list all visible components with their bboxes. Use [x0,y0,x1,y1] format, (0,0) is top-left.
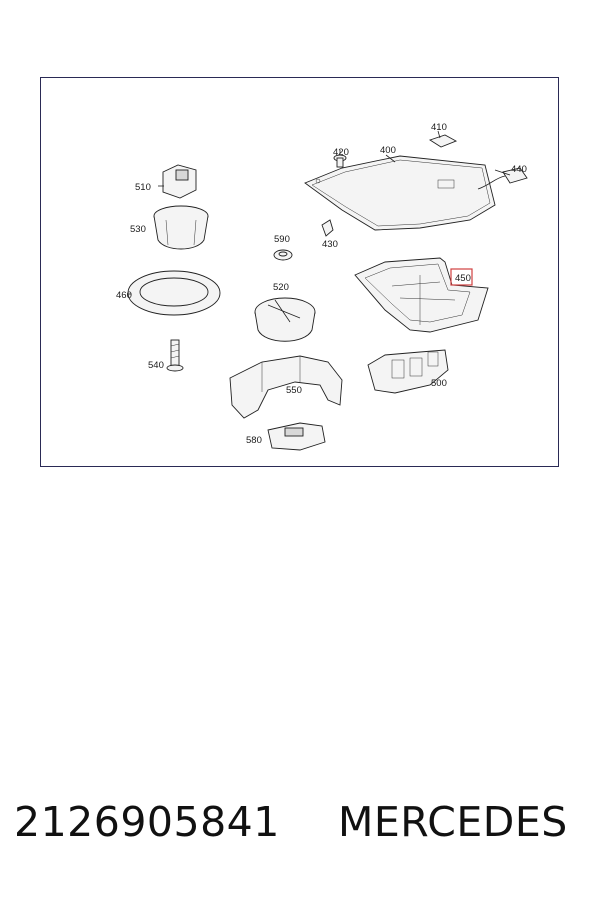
callout-400: 400 [380,145,396,156]
callout-520: 520 [273,282,289,293]
part-580-cover[interactable] [267,422,326,451]
part-460-ring[interactable] [127,270,221,316]
callout-430: 430 [322,239,338,250]
callout-500: 500 [431,378,447,389]
callout-420: 420 [333,147,349,158]
brand-name: MERCEDES [338,798,568,846]
part-520-jack-housing[interactable] [254,297,316,342]
part-510-module[interactable] [158,164,197,199]
part-590-nut[interactable] [273,249,293,261]
part-550-foam-insert[interactable] [229,355,343,419]
part-440-cable[interactable] [477,167,528,190]
callout-530: 530 [130,224,146,235]
part-430-bracket[interactable] [321,219,334,237]
part-420-clip[interactable] [333,150,347,168]
part-450-storage-tub[interactable] [354,257,489,333]
callout-410: 410 [431,122,447,133]
callout-540: 540 [148,360,164,371]
callout-440: 440 [511,164,527,175]
callout-550: 550 [286,385,302,396]
callout-460: 460 [116,290,132,301]
diagram-frame [40,77,559,467]
part-540-bolt[interactable] [166,339,184,372]
callout-510: 510 [135,182,151,193]
callout-450: 450 [455,273,471,284]
callout-580: 580 [246,435,262,446]
part-400-floor-mat[interactable] [304,154,496,231]
part-410-plate[interactable] [428,130,458,148]
part-530-bowl[interactable] [153,205,209,250]
part-500-holder[interactable] [367,349,449,394]
part-caption: 2126905841 MERCEDES [14,798,594,858]
callout-450-highlight [450,268,473,286]
callout-590: 590 [274,234,290,245]
part-number: 2126905841 [14,798,280,846]
